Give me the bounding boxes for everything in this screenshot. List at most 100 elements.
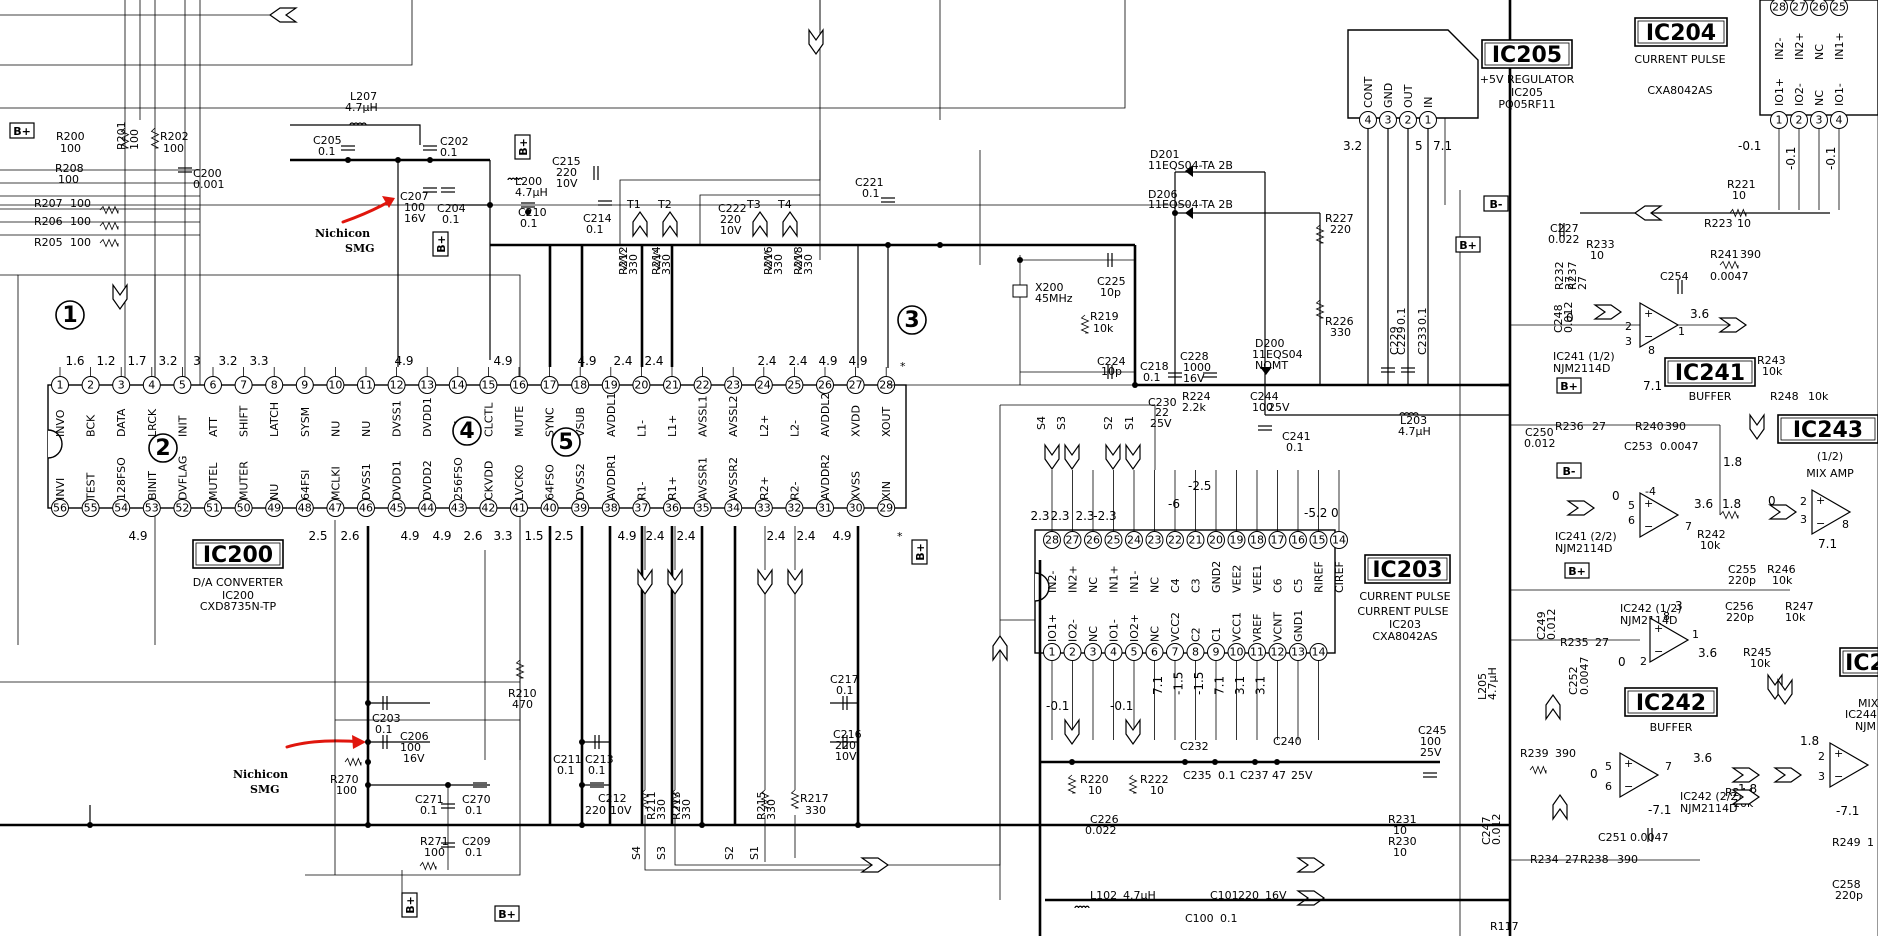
ic203-function: CURRENT PULSE — [1359, 590, 1450, 603]
op-amp-minus: − — [1644, 330, 1653, 343]
junction-dot — [885, 242, 891, 248]
label: 330 — [765, 799, 778, 820]
resistor — [515, 659, 525, 679]
label: 0.001 — [193, 178, 225, 191]
ic200-pin-top — [173, 376, 192, 394]
ic200-pin-name: DVDD1 — [391, 460, 404, 500]
label: 8 — [1842, 518, 1849, 531]
r217-label: R217 — [800, 792, 829, 805]
ic200-pin-top — [326, 376, 345, 394]
ic200-pin-bottom — [387, 499, 406, 517]
signal-flow-arrow-down — [112, 283, 128, 311]
ic243-title: IC243 — [1793, 418, 1863, 443]
ic200-pin-name: L2+ — [758, 415, 771, 437]
ic203-pin-top — [1186, 531, 1205, 549]
r223-label: R223 — [1704, 217, 1733, 230]
ic200-pin-top — [112, 376, 131, 394]
junction-dot — [1212, 759, 1218, 765]
ic241b-op-amp — [1639, 491, 1680, 539]
r207-label: R207 — [34, 197, 63, 210]
pin-number: 22 — [1168, 534, 1182, 547]
ic203-pin-name: IO1- — [1108, 619, 1121, 642]
label: 10k — [1772, 574, 1793, 587]
pin-number: 18 — [1250, 534, 1264, 547]
bplus-tag — [432, 231, 449, 257]
ic203-pin-name: C6 — [1272, 578, 1285, 593]
ic204-pin — [1830, 111, 1848, 129]
pin-number: 7 — [240, 379, 247, 392]
ic203-pin-name: IO2+ — [1128, 614, 1141, 642]
pin-number: 10 — [328, 379, 342, 392]
ic203-pin-top — [1227, 531, 1246, 549]
junction-dot — [1069, 759, 1075, 765]
resistor — [150, 127, 160, 149]
label: 10 — [1732, 189, 1746, 202]
ic200-pin-name: DATA — [115, 408, 128, 437]
op-amp-plus: + — [1654, 622, 1663, 635]
ic205-partno: PQ05RF11 — [1498, 98, 1555, 111]
junction-dot — [699, 822, 705, 828]
pin-number: 16 — [512, 379, 526, 392]
ic205-part: IC205 — [1511, 86, 1543, 99]
label: 0 — [1618, 655, 1626, 669]
ic242-function: BUFFER — [1650, 721, 1693, 734]
ic203-pin-name: VEE1 — [1251, 565, 1264, 593]
ic203-pin-name: C1 — [1210, 627, 1223, 642]
junction-dot — [525, 209, 531, 215]
ic203-pin-name: IN2- — [1046, 571, 1059, 593]
red-arrowhead — [352, 735, 366, 749]
ic200-pin-name: DVSS2 — [574, 463, 587, 500]
label: -4 — [1645, 485, 1656, 498]
r219-label: R219 — [1090, 310, 1119, 323]
ic200-pin-name: NU — [268, 484, 281, 500]
ic200-pin-name: BCK — [85, 414, 98, 437]
bminus-tag — [1556, 462, 1582, 479]
pin-number: 24 — [1127, 534, 1141, 547]
label: 16V — [1183, 372, 1205, 385]
ic242-title: IC242 — [1636, 691, 1706, 716]
signal-flow-arrow-down — [1064, 443, 1080, 471]
op-amp-minus: − — [1816, 517, 1825, 530]
label: 220p — [1835, 889, 1863, 902]
smg-note: SMG — [345, 242, 375, 255]
label: 330 — [627, 254, 640, 275]
ic200-pin-bottom — [510, 499, 528, 517]
bplus-tag: B+ — [517, 138, 530, 156]
ic241-title-inner — [1667, 360, 1753, 384]
ic200-voltage: 2.4 — [645, 529, 664, 543]
label: 470 — [512, 698, 533, 711]
label: 10 — [1590, 249, 1604, 262]
label: 1 — [1678, 325, 1685, 338]
ic203-pin-name: GND1 — [1292, 610, 1305, 642]
label: 10k — [1785, 611, 1806, 624]
t4-label: T4 — [777, 198, 792, 211]
c247-label: C247 — [1480, 816, 1493, 845]
ic200-pin-name: 64FSO — [544, 464, 557, 500]
label: 100 — [1420, 735, 1441, 748]
junction-dot — [427, 157, 433, 163]
resistor — [1719, 510, 1739, 520]
label: 10V — [610, 804, 632, 817]
signal-flow-arrow-down — [1125, 443, 1141, 471]
label: NJM — [1855, 720, 1876, 733]
r231-label: R231 — [1388, 813, 1417, 826]
signal-flow-arrow-down — [667, 568, 683, 596]
r270-label: R270 — [330, 773, 359, 786]
bplus-tag: B+ — [404, 896, 417, 914]
ic200-pin-name: L1- — [635, 420, 648, 437]
pin-number: 51 — [206, 502, 220, 515]
ic204-pin — [1790, 0, 1808, 16]
label: 0.1 — [1220, 912, 1238, 925]
signal-flow-arrow-down — [1777, 678, 1793, 706]
signal-flow-arrow-left — [1633, 205, 1663, 221]
label: 7.1 — [1818, 537, 1837, 551]
ic200-pin-top — [265, 376, 284, 394]
label: 4.7µH — [1486, 667, 1499, 700]
op-amp-plus: + — [1644, 307, 1653, 320]
pin-number: 21 — [1189, 534, 1203, 547]
label: 0.1 — [588, 764, 606, 777]
d201-label: D201 — [1150, 148, 1179, 161]
pin-number: 31 — [818, 502, 832, 515]
r233-label: R233 — [1586, 238, 1615, 251]
pin-number: 11 — [1250, 646, 1264, 659]
